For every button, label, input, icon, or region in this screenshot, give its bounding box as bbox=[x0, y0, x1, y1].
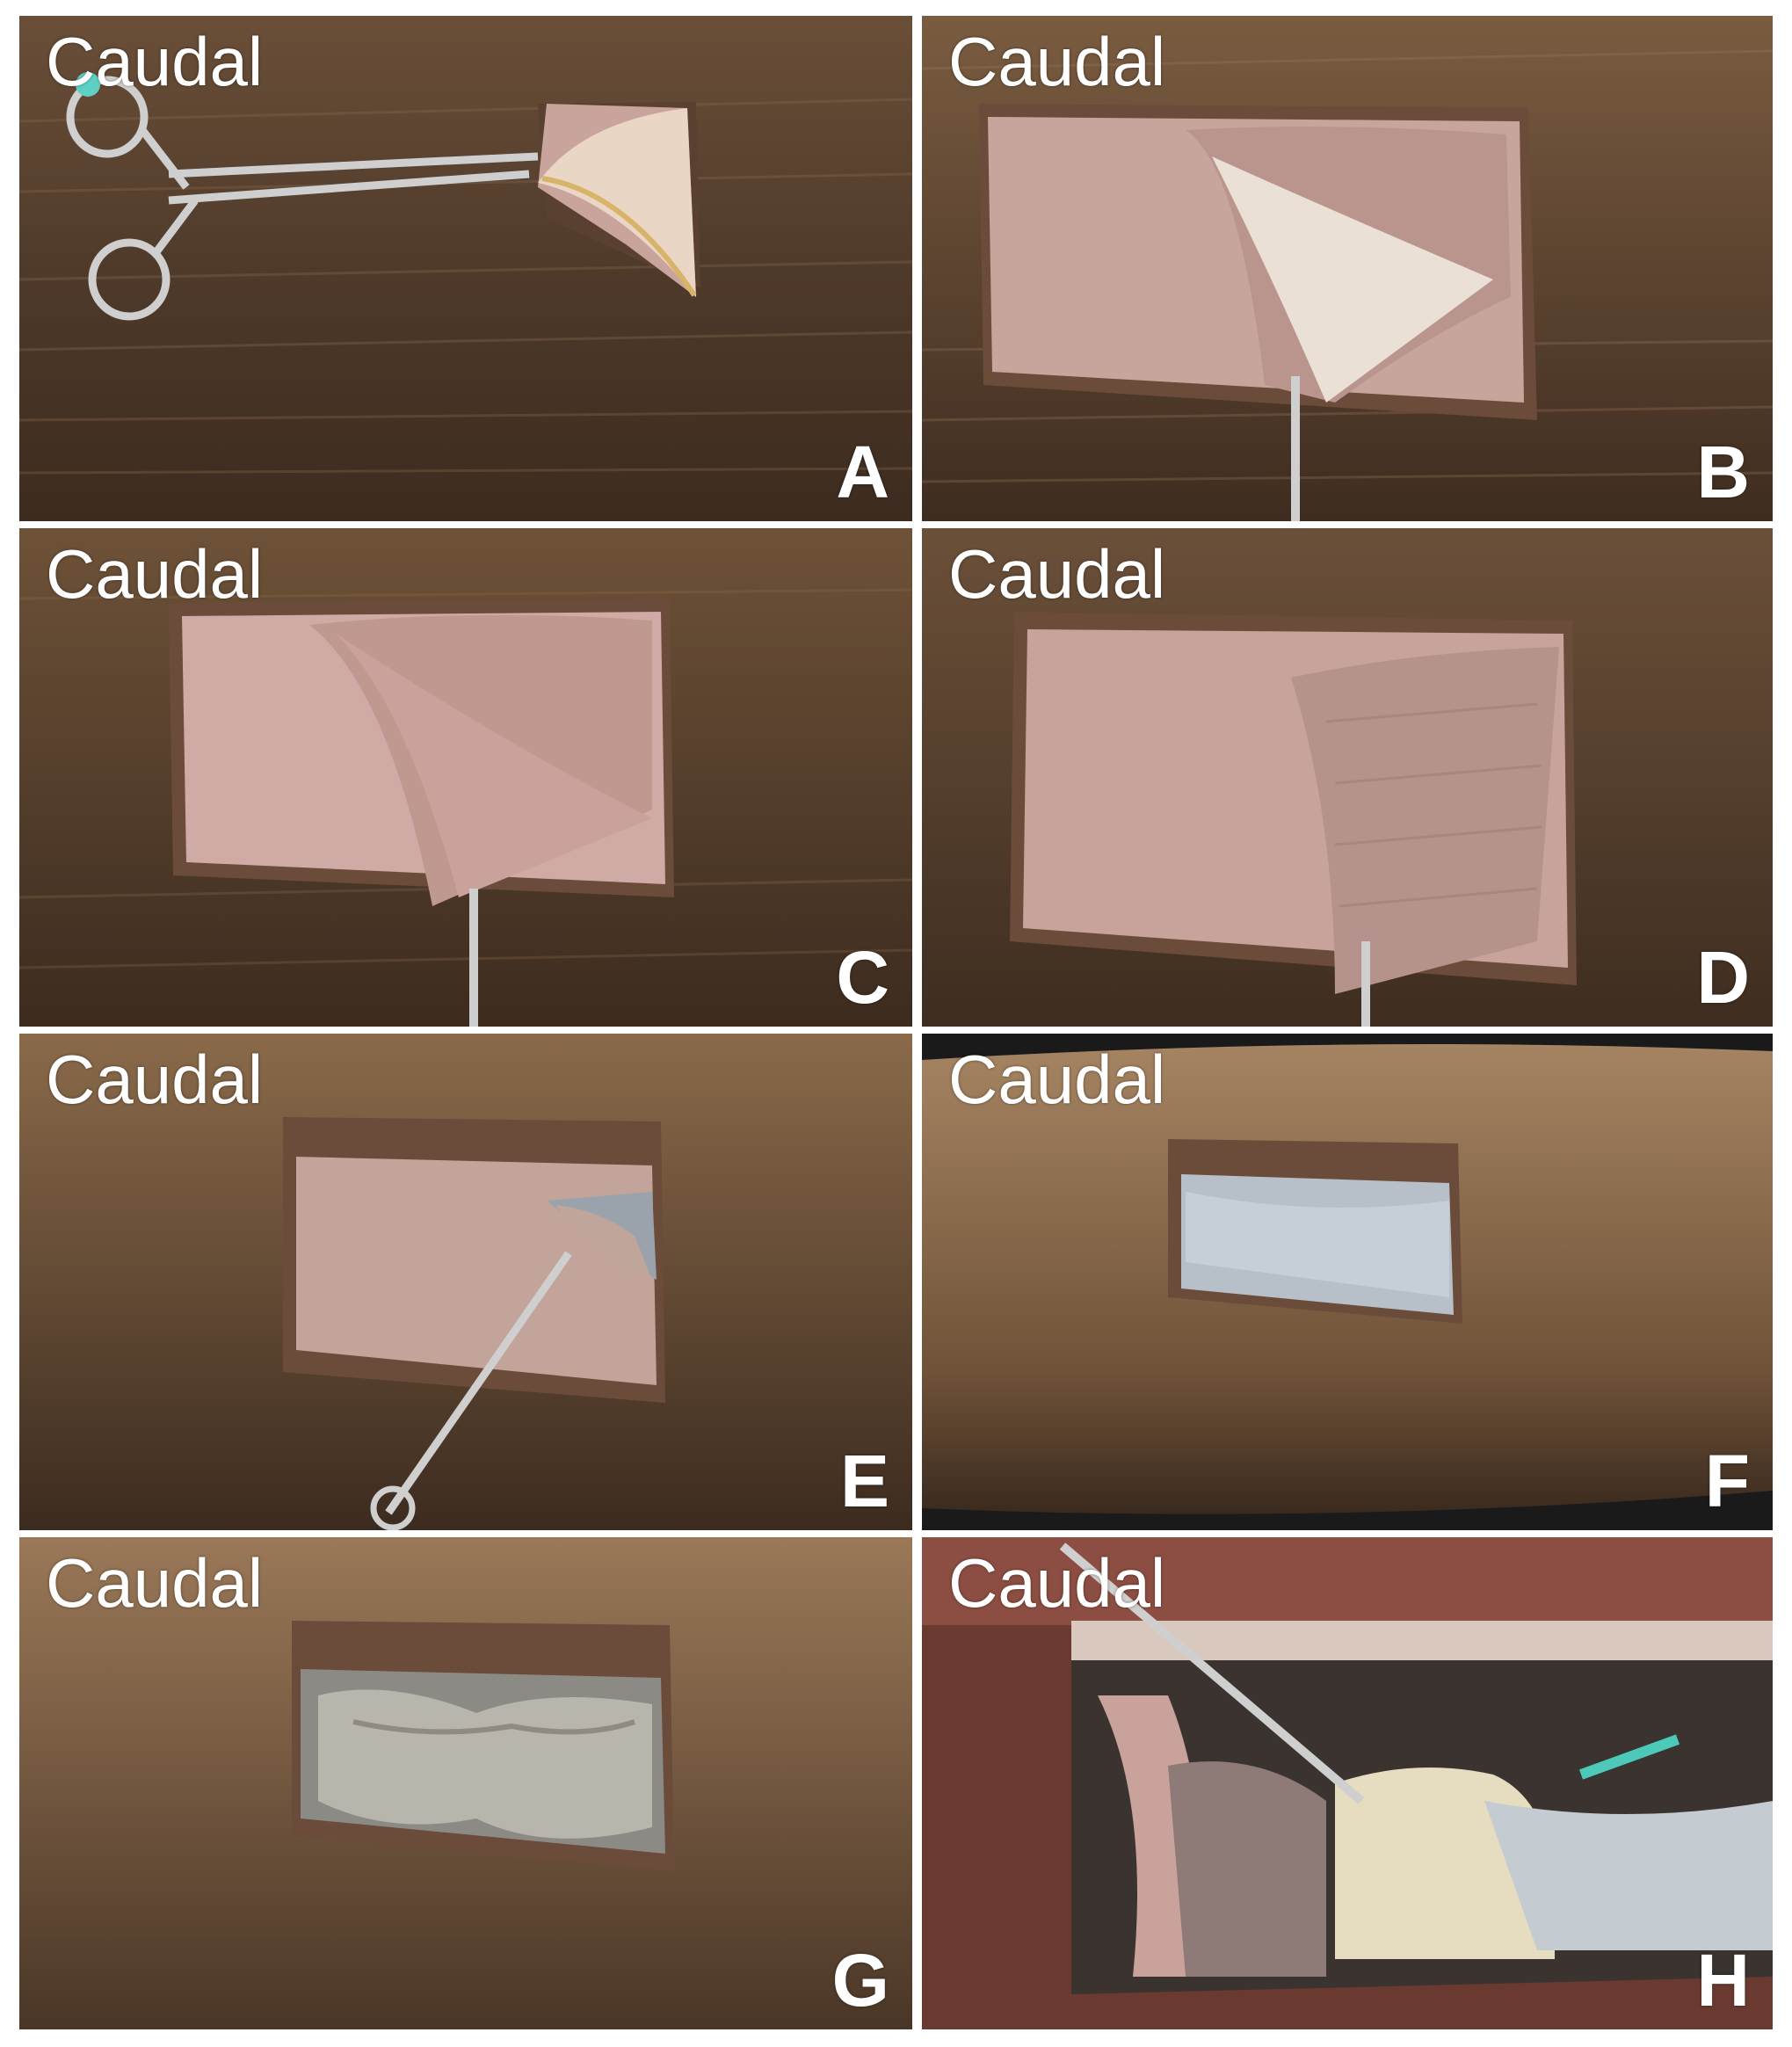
forceps-icon bbox=[385, 1251, 572, 1515]
panel-letter: H bbox=[1696, 1939, 1750, 2022]
probe-icon bbox=[1291, 376, 1300, 521]
panel-h-photo bbox=[922, 1537, 1773, 2029]
panel-h: Caudal H bbox=[922, 1537, 1773, 2029]
panel-letter: F bbox=[1704, 1440, 1750, 1522]
orientation-label: Caudal bbox=[948, 23, 1166, 100]
panel-d-photo bbox=[922, 528, 1773, 1027]
panel-e: Caudal E bbox=[19, 1034, 912, 1530]
panel-c-photo bbox=[19, 528, 912, 1027]
panel-f-photo bbox=[922, 1034, 1773, 1530]
probe-icon bbox=[469, 889, 478, 1027]
orientation-label: Caudal bbox=[948, 535, 1166, 613]
panel-b-photo bbox=[922, 16, 1773, 521]
panel-letter: G bbox=[831, 1939, 889, 2022]
probe-icon bbox=[1361, 941, 1370, 1027]
orientation-label: Caudal bbox=[948, 1041, 1166, 1118]
panel-c: Caudal C bbox=[19, 528, 912, 1027]
orientation-label: Caudal bbox=[46, 1041, 264, 1118]
panel-f: Caudal F bbox=[922, 1034, 1773, 1530]
orientation-label: Caudal bbox=[948, 1544, 1166, 1622]
panel-d: Caudal D bbox=[922, 528, 1773, 1027]
hemostat-forceps-icon bbox=[66, 76, 539, 321]
orientation-label: Caudal bbox=[46, 23, 264, 100]
orientation-label: Caudal bbox=[46, 535, 264, 613]
panel-letter: C bbox=[836, 936, 889, 1019]
forceps-icon bbox=[1059, 1543, 1365, 1804]
panel-a: Caudal A bbox=[19, 16, 912, 521]
panel-letter: D bbox=[1696, 936, 1750, 1019]
panel-letter: B bbox=[1696, 431, 1750, 513]
orientation-label: Caudal bbox=[46, 1544, 264, 1622]
panel-g-photo bbox=[19, 1537, 912, 2029]
figure-grid: Caudal A Caudal B bbox=[19, 16, 1773, 2029]
panel-b: Caudal B bbox=[922, 16, 1773, 521]
panel-letter: A bbox=[836, 431, 889, 513]
panel-letter: E bbox=[839, 1440, 889, 1522]
panel-e-photo bbox=[19, 1034, 912, 1530]
needle-icon bbox=[1578, 1734, 1680, 1780]
panel-a-photo bbox=[19, 16, 912, 521]
panel-g: Caudal G bbox=[19, 1537, 912, 2029]
